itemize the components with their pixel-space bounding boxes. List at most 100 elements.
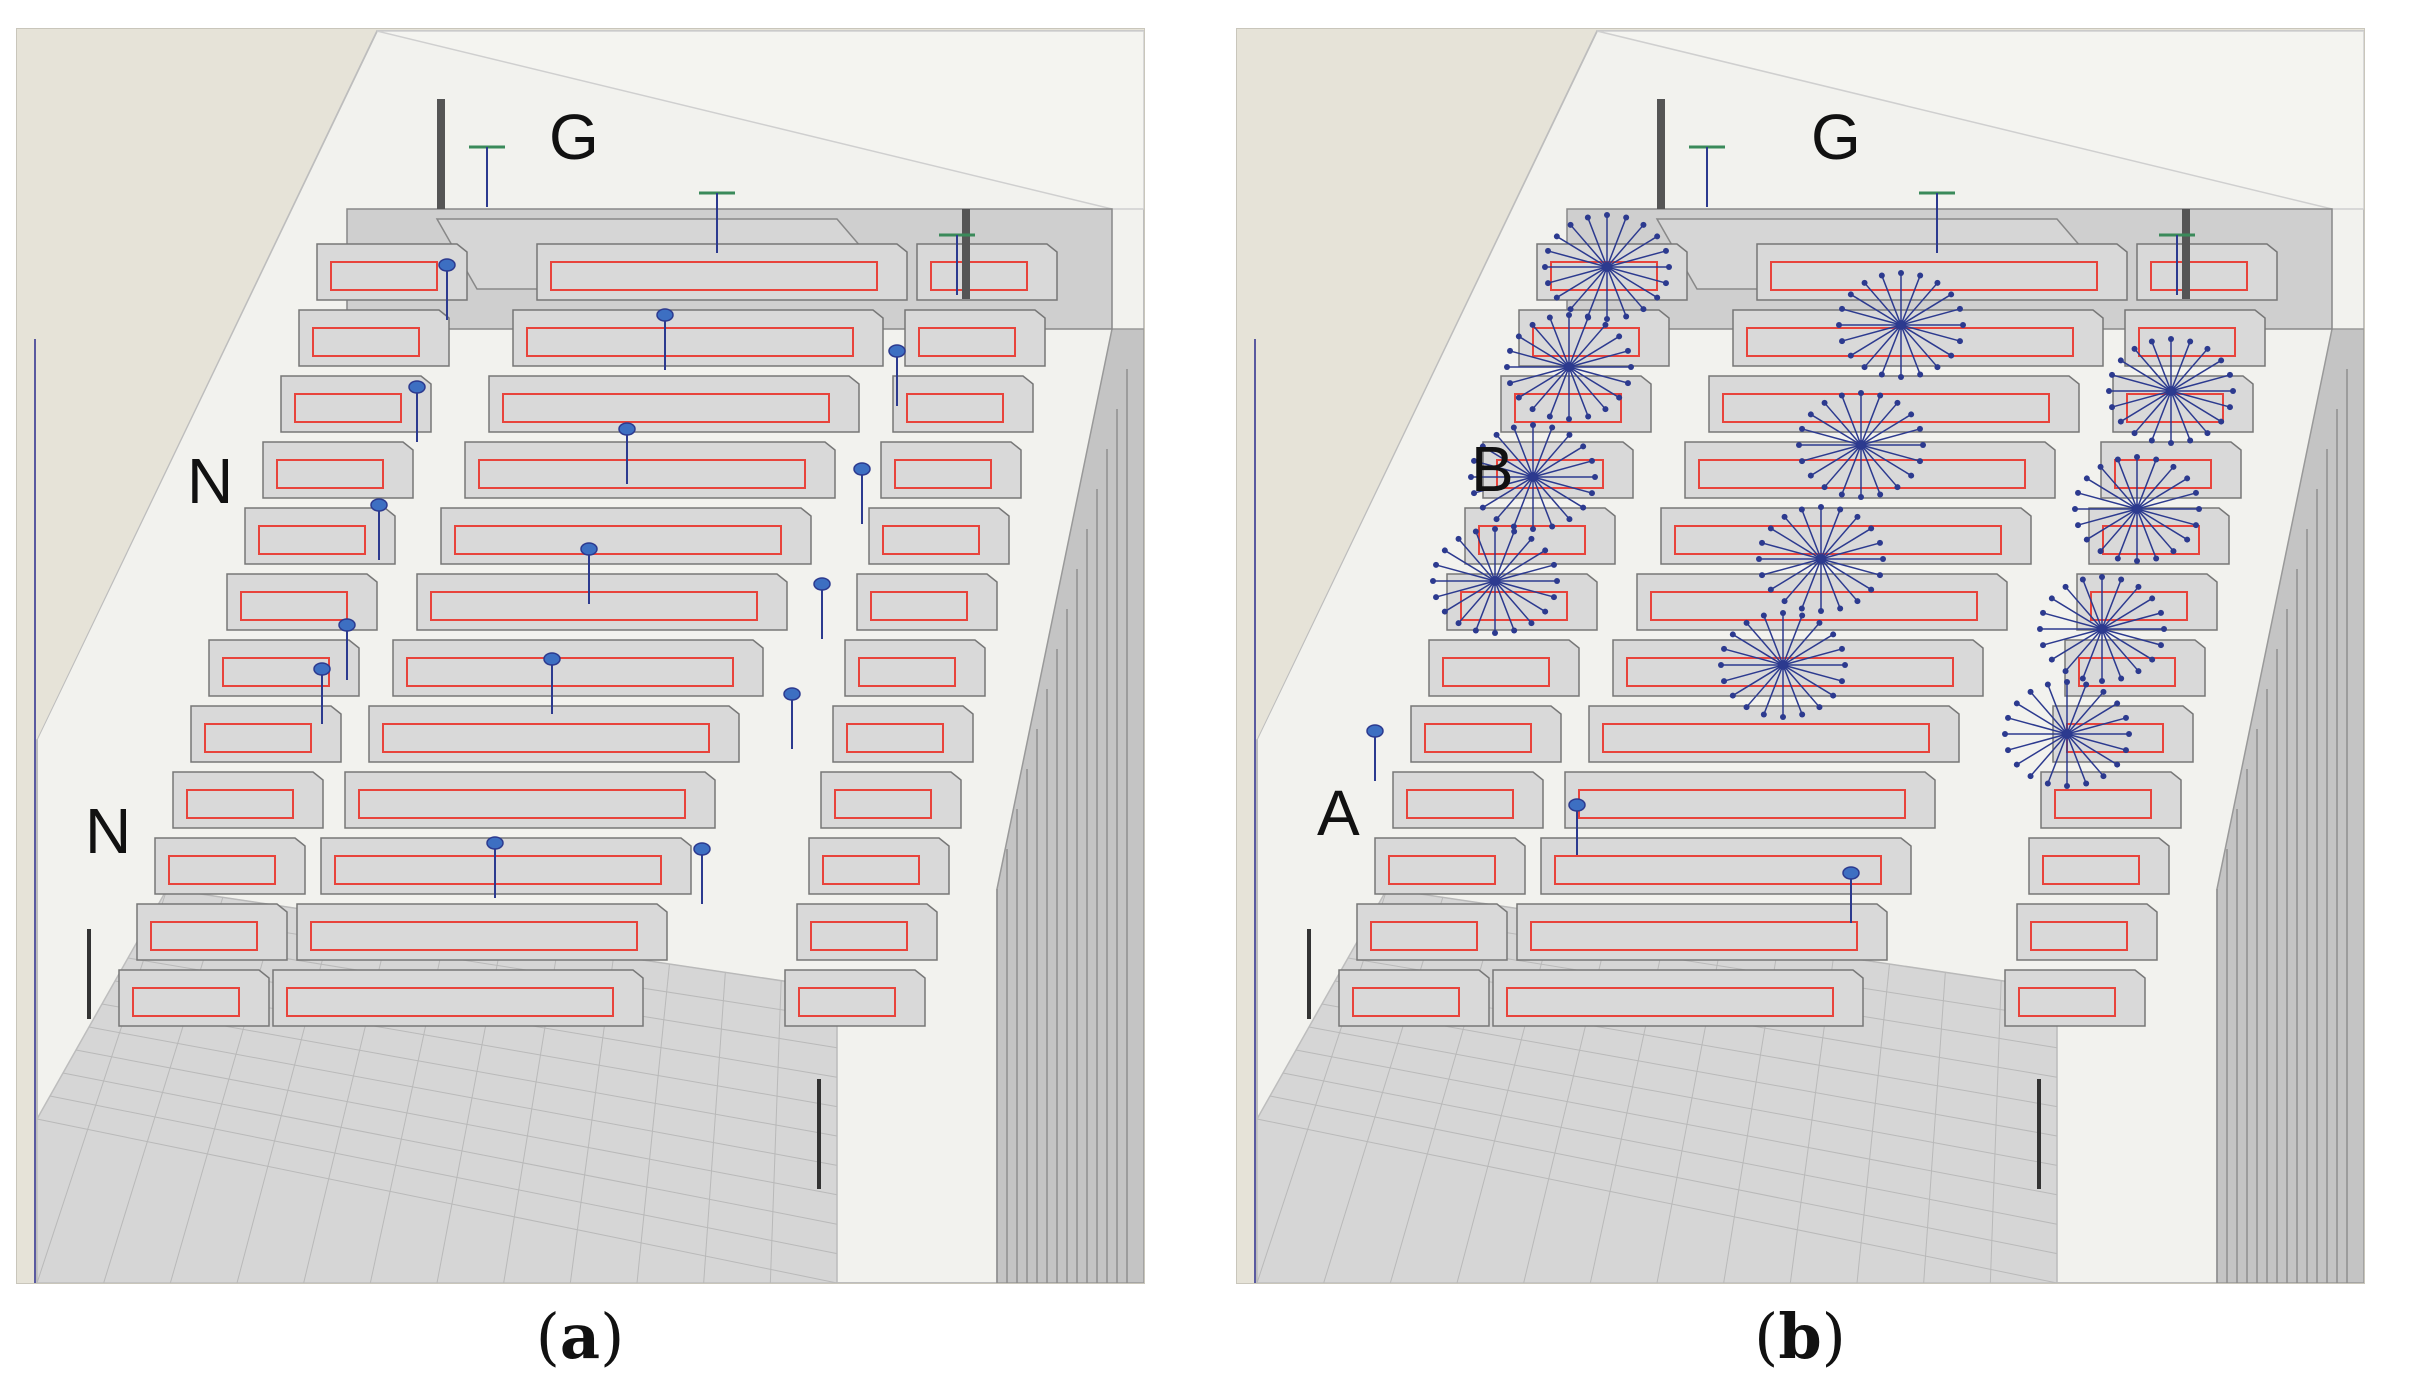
ray-dot [1511,627,1518,634]
ray-dot [2114,700,2121,707]
ray-dot [1917,272,1924,279]
post-top-left [437,99,445,209]
ray-dot [2037,626,2043,632]
ray [1860,395,1881,446]
ray [1606,266,1658,299]
ray [1820,558,1872,591]
ray-dot [1585,314,1592,321]
seat-outline [1370,921,1478,951]
floor-gridline [1323,897,1444,1283]
seat-block [1660,507,2032,565]
seat-outline [294,393,402,423]
sensor-point [656,308,674,322]
ray-dot [2027,688,2034,695]
star-center [2166,386,2176,396]
ray [2170,348,2209,392]
ray-dot [1566,431,1573,438]
ray-dot [1624,380,1631,387]
ray [2066,733,2118,766]
ray-dot [1441,547,1448,554]
ray [1801,558,1822,609]
ray-dot [2131,345,2138,352]
sensor-point [853,462,871,476]
ray-dot [2122,714,2129,721]
ray [2136,492,2197,510]
seat-outline [406,657,734,687]
seat-outline [1530,921,1858,951]
sensor-star [1836,270,1966,380]
ray [1860,402,1899,446]
seat-outline [1506,987,1834,1017]
ray-dot [1799,612,1806,619]
seat-block [440,507,812,565]
ray [2066,702,2118,735]
ray [1823,402,1862,446]
seating-rows [1338,243,2278,1027]
ray [1763,664,1784,715]
ray-dot [1780,610,1786,616]
ray [1569,224,1608,268]
ray [1547,266,1608,284]
ray [2136,466,2175,510]
seat-outline [258,525,366,555]
seat-outline [204,723,312,753]
ray [1900,324,1921,375]
floor-gridline [1989,980,2002,1283]
ray-dot [1493,431,1500,438]
seat-block [1410,705,1562,763]
seat-block [2016,903,2158,961]
seat-outline [312,327,420,357]
ray-dot [2126,731,2132,737]
ray-dot [1818,504,1824,510]
ray-dot [1588,457,1595,464]
post-front-left [1307,929,1311,1019]
seat-block [344,771,716,829]
ray-dot [1528,535,1535,542]
ray-dot [2064,783,2070,789]
seat-block [892,375,1034,433]
ray [2101,628,2140,672]
floor-gridline [169,905,280,1283]
ray-dot [1546,413,1553,420]
ray [1457,538,1496,582]
ray [1513,476,1534,527]
ray-dot [1588,490,1595,497]
ray-dot [1743,704,1750,711]
caption-letter: b [1778,1300,1822,1373]
ray [1745,664,1784,708]
ray-dot [1654,294,1661,301]
ray-dot [1592,474,1598,480]
seat-block [190,705,342,763]
ray [1495,434,1534,478]
ray-dot [2157,609,2164,616]
sensor-point [313,662,331,676]
ray [1860,444,1912,477]
sensor-star [1756,504,1886,614]
ray-dot [1553,233,1560,240]
label-middle: B [1471,433,1514,505]
ray-dot [1530,422,1536,428]
sensor-point [1366,724,1384,738]
sensor-point [370,498,388,512]
ray-dot [2005,714,2012,721]
ray-dot [1816,704,1823,711]
ray [1820,558,1881,576]
ray-dot [2168,336,2174,342]
ray-dot [1623,313,1630,320]
ray-dot [2148,437,2155,444]
ray [1732,633,1784,666]
ray [1556,235,1608,268]
post-front-left [87,929,91,1019]
sensor-star [1718,610,1848,720]
ray-dot [1917,371,1924,378]
ray [2170,374,2231,392]
seat-outline [2030,921,2128,951]
sensor-star [2106,336,2236,446]
seat-outline [2150,261,2248,291]
ray [1494,580,1546,613]
ray [1494,564,1555,582]
ray-dot [1799,711,1806,718]
label-bottom: N [85,795,132,867]
floor-gridline [1923,972,1946,1283]
ray-dot [1948,352,1955,359]
